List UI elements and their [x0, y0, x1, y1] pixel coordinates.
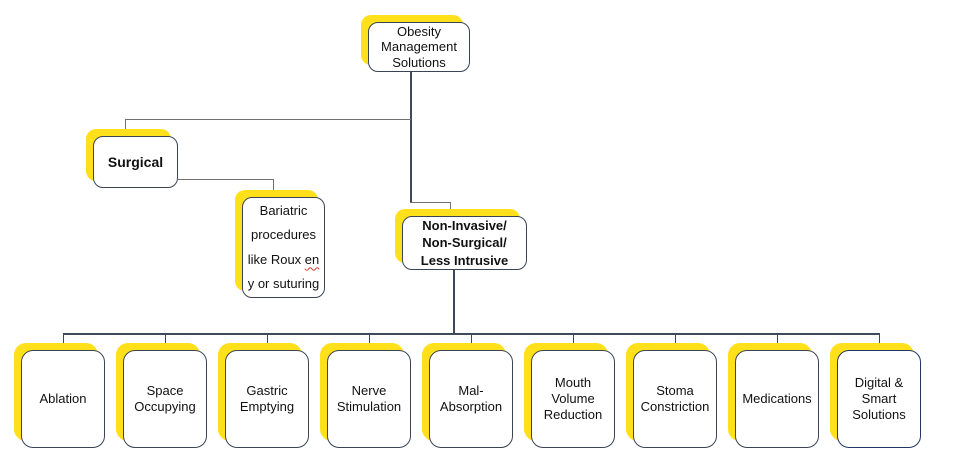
node-label: Mouth Volume Reduction [543, 374, 603, 423]
node-label: Space Occupying [134, 382, 196, 414]
node-stoma-constriction: Stoma Constriction [633, 350, 717, 448]
node-label-line: Bariatric [259, 203, 308, 219]
node-non-invasive: Non-Invasive/ Non-Surgical/ Less Intrusi… [402, 216, 527, 270]
node-label-line: like Roux en [248, 248, 320, 272]
node-label: Mal-Absorption [439, 382, 503, 414]
connector-tick-gastric-emptying [267, 333, 269, 351]
node-label-line: Non-Surgical/ [422, 235, 507, 251]
node-label: Surgical [107, 153, 164, 170]
connector-surgical-stub [125, 119, 127, 137]
node-ablation: Ablation [21, 350, 105, 448]
connector-root-vertical [410, 72, 412, 203]
node-label: Medications [742, 390, 812, 406]
connector-noninvasive-jog-h [410, 202, 451, 204]
connector-tick-ablation [63, 333, 65, 351]
node-mal-absorption: Mal-Absorption [429, 350, 513, 448]
node-label: Digital & Smart Solutions [852, 374, 906, 423]
connector-tick-nerve-stimulation [369, 333, 371, 351]
node-label: Stoma Constriction [640, 382, 710, 414]
node-label-line: procedures [250, 227, 317, 243]
connector-tick-digital-smart [879, 333, 881, 351]
node-label-line: Non-Invasive/ [422, 218, 507, 234]
node-label: Obesity Management Solutions [381, 24, 457, 70]
node-nerve-stimulation: Nerve Stimulation [327, 350, 411, 448]
connector-surgical-bariatric-v [273, 179, 275, 198]
node-label-text: like Roux [247, 251, 305, 267]
node-bariatric-procedures: Bariatric procedures like Roux en y or s… [242, 197, 325, 298]
node-surgical: Surgical [93, 136, 178, 188]
node-space-occupying: Space Occupying [123, 350, 207, 448]
connector-surgical-bariatric-h [178, 179, 274, 181]
node-obesity-management-solutions: Obesity Management Solutions [368, 22, 470, 72]
connector-tick-stoma [675, 333, 677, 351]
node-gastric-emptying: Gastric Emptying [225, 350, 309, 448]
node-label-line: Less Intrusive [420, 252, 509, 268]
node-mouth-volume-reduction: Mouth Volume Reduction [531, 350, 615, 448]
node-label-line: y or suturing [247, 275, 320, 291]
connector-tick-mal-absorption [471, 333, 473, 351]
node-digital-smart-solutions: Digital & Smart Solutions [837, 350, 921, 448]
connector-tick-space-occupying [165, 333, 167, 351]
connector-tick-medications [777, 333, 779, 351]
connector-upper-rail [125, 119, 411, 121]
node-label: Nerve Stimulation [336, 382, 402, 414]
node-label: Gastric Emptying [239, 382, 295, 414]
connector-tick-mouth-volume [573, 333, 575, 351]
connector-noninvasive-vertical [453, 270, 455, 334]
node-label: Ablation [39, 390, 87, 406]
misspelled-word: en [304, 251, 320, 267]
connector-noninvasive-jog-v [450, 202, 452, 217]
node-medications: Medications [735, 350, 819, 448]
